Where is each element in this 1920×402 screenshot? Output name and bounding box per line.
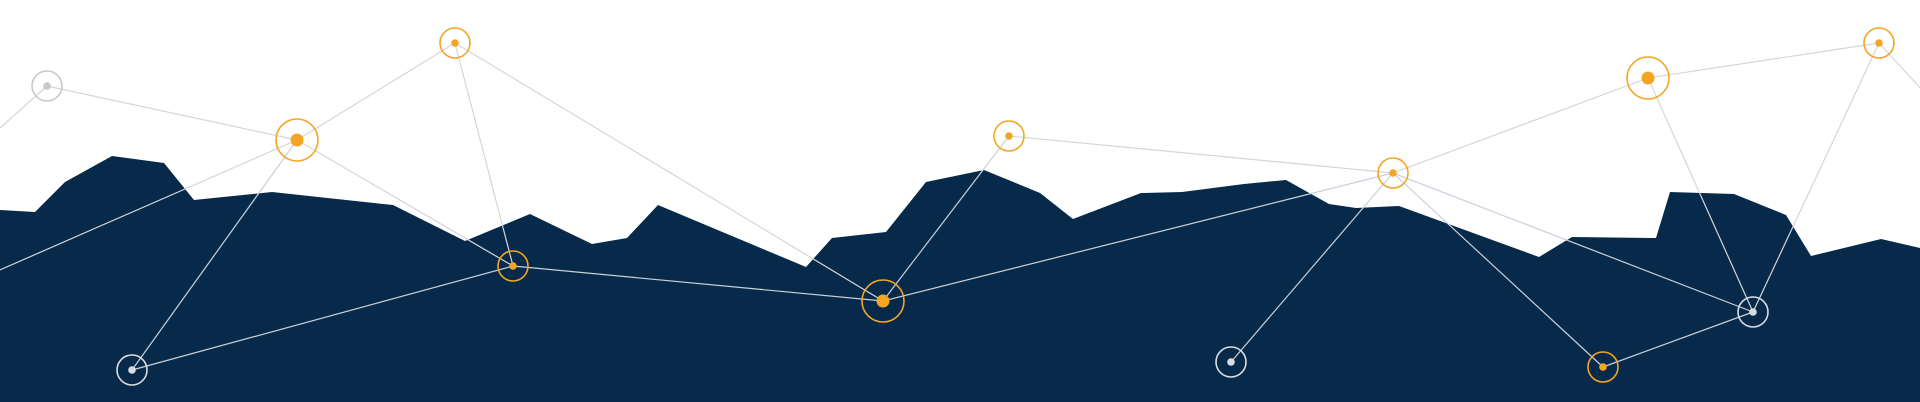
- node-ring: [1863, 27, 1895, 59]
- network-link: [1878, 42, 1920, 89]
- network-node: [1377, 157, 1409, 189]
- network-node: [861, 279, 905, 323]
- network-link: [882, 172, 1394, 302]
- network-node: [1215, 346, 1247, 378]
- node-dot: [1599, 363, 1607, 371]
- network-link: [46, 85, 298, 141]
- network-link: [1392, 172, 1754, 313]
- network-node: [1587, 351, 1619, 383]
- node-dot: [290, 133, 304, 147]
- node-dot: [1875, 39, 1883, 47]
- mountain-silhouette: [0, 156, 1920, 402]
- network-link: [131, 265, 514, 371]
- node-ring: [861, 279, 905, 323]
- network-link: [1008, 135, 1394, 174]
- network-link: [512, 265, 884, 302]
- network-links: [0, 42, 1920, 371]
- node-dot: [1389, 169, 1397, 177]
- network-node: [1626, 56, 1670, 100]
- node-ring: [1377, 157, 1409, 189]
- network-link: [1392, 172, 1604, 368]
- network-link: [0, 139, 298, 271]
- node-dot: [43, 82, 51, 90]
- network-link: [296, 42, 456, 141]
- network-node: [993, 120, 1025, 152]
- network-node: [497, 250, 529, 282]
- node-dot: [1641, 71, 1655, 85]
- network-link: [1752, 42, 1880, 313]
- node-ring: [31, 70, 63, 102]
- network-link: [1602, 311, 1754, 368]
- node-ring: [439, 27, 471, 59]
- network-link: [1647, 77, 1754, 313]
- network-link: [882, 135, 1010, 302]
- network-link: [1647, 42, 1880, 79]
- node-ring: [1626, 56, 1670, 100]
- node-ring: [275, 118, 319, 162]
- network-node: [116, 354, 148, 386]
- node-dot: [1005, 132, 1013, 140]
- node-dot: [876, 294, 890, 308]
- node-ring: [1215, 346, 1247, 378]
- network-node: [31, 70, 63, 102]
- network-link: [1230, 172, 1394, 363]
- network-link: [454, 42, 514, 267]
- node-dot: [128, 366, 136, 374]
- node-ring: [497, 250, 529, 282]
- node-dot: [509, 262, 517, 270]
- node-dot: [451, 39, 459, 47]
- network-nodes: [31, 27, 1895, 386]
- network-link: [454, 42, 884, 302]
- network-node: [1737, 296, 1769, 328]
- node-ring: [1587, 351, 1619, 383]
- node-dot: [1749, 308, 1757, 316]
- network-node: [439, 27, 471, 59]
- node-dot: [1227, 358, 1235, 366]
- node-ring: [1737, 296, 1769, 328]
- node-ring: [993, 120, 1025, 152]
- network-link: [1392, 77, 1649, 174]
- network-node: [275, 118, 319, 162]
- network-link: [131, 139, 298, 371]
- node-ring: [116, 354, 148, 386]
- network-link: [296, 139, 514, 267]
- network-node: [1863, 27, 1895, 59]
